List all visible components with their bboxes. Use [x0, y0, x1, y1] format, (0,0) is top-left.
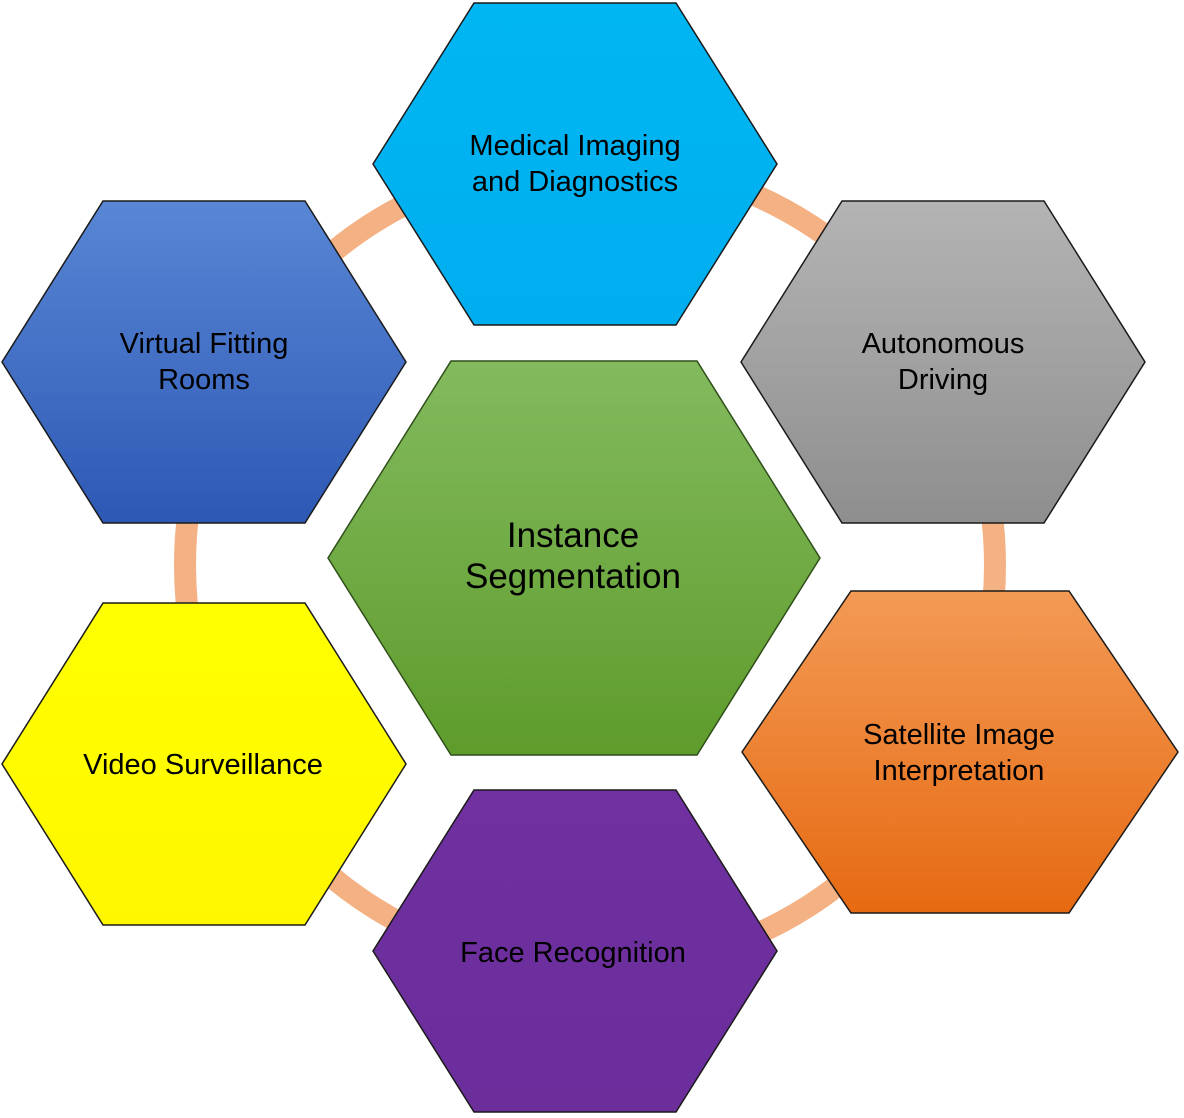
satellite-label-line-2: Interpretation: [874, 755, 1045, 787]
hexagon-face-recognition: Face Recognition: [372, 789, 778, 1113]
virtual-label-line-2: Rooms: [158, 364, 250, 396]
hexagon-satellite-image: Satellite Image Interpretation: [741, 590, 1179, 914]
face-label-line-1: Face Recognition: [460, 937, 686, 969]
satellite-label-line-1: Satellite Image: [863, 719, 1055, 751]
hexagon-video-surveillance-shape: [1, 602, 407, 926]
hexagon-autonomous-driving: Autonomous Driving: [740, 200, 1146, 524]
hexagon-satellite-image-shape: [741, 590, 1179, 914]
center-label-line-2: Segmentation: [465, 557, 681, 596]
autonomous-label-line-1: Autonomous: [862, 328, 1025, 360]
autonomous-label-line-2: Driving: [898, 364, 988, 396]
center-hexagon-shape: [327, 360, 821, 756]
hexagon-medical-imaging: Medical Imaging and Diagnostics: [372, 2, 778, 326]
medical-label-line-1: Medical Imaging: [469, 130, 680, 162]
hexagon-medical-imaging-shape: [372, 2, 778, 326]
virtual-label-line-1: Virtual Fitting: [120, 328, 289, 360]
video-label-line-1: Video Surveillance: [83, 749, 323, 781]
hexagon-virtual-fitting: Virtual Fitting Rooms: [1, 200, 407, 524]
center-label-line-1: Instance: [507, 516, 639, 555]
hexagon-virtual-fitting-shape: [1, 200, 407, 524]
hexagon-video-surveillance: Video Surveillance: [1, 602, 407, 926]
hexagon-face-recognition-shape: [372, 789, 778, 1113]
center-hexagon: Instance Segmentation: [327, 360, 821, 756]
medical-label-line-2: and Diagnostics: [472, 166, 678, 198]
hexagon-autonomous-driving-shape: [740, 200, 1146, 524]
